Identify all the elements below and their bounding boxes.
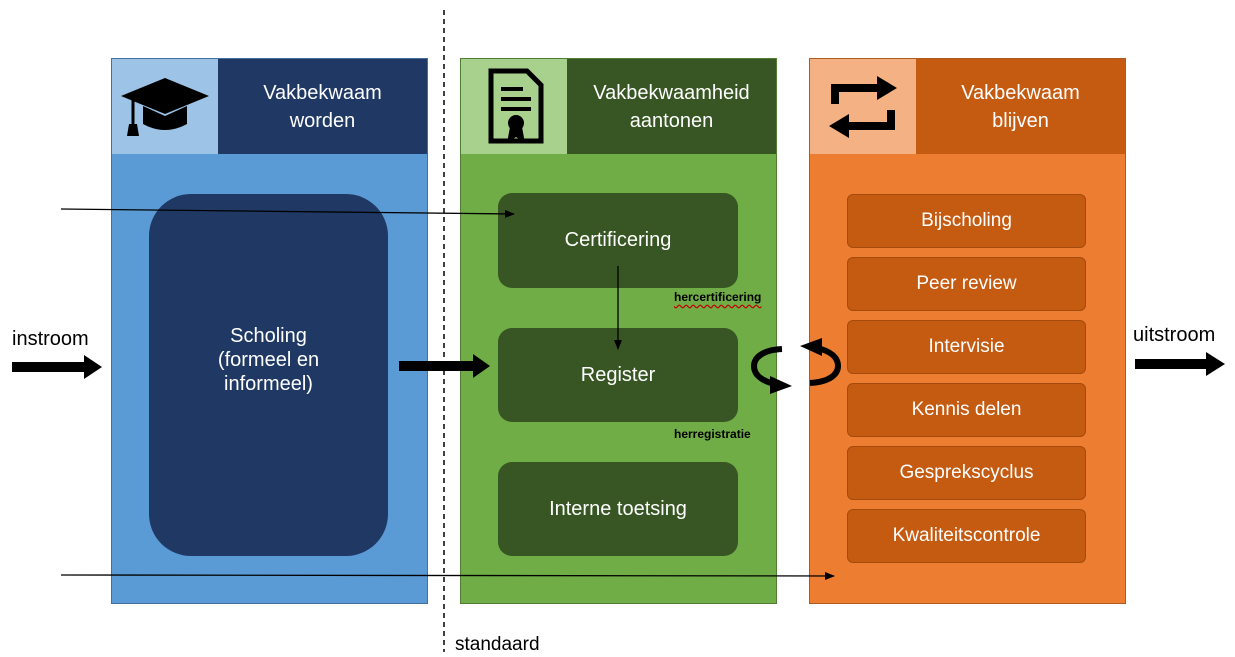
instroom-label: instroom <box>12 328 89 350</box>
peer-review-label: Peer review <box>916 273 1017 294</box>
scholing-to-register-arrow <box>399 354 490 378</box>
cycle-arrowhead-upper <box>800 338 822 356</box>
blijven-header <box>916 59 1125 154</box>
gesprekscyclus-block: Gesprekscyclus <box>847 446 1086 500</box>
cycle-arrowhead-lower <box>770 376 792 394</box>
intervisie-block: Intervisie <box>847 320 1086 374</box>
aantonen-icon-box <box>461 59 567 154</box>
uitstroom-arrow <box>1135 352 1225 376</box>
instroom-arrow <box>12 355 102 379</box>
intervisie-label: Intervisie <box>928 336 1005 357</box>
hercertificering-label: hercertificering <box>674 290 762 304</box>
aantonen-title-line2: aantonen <box>629 109 714 132</box>
graduation-cap-icon <box>121 77 209 136</box>
blijven-title-line2: blijven <box>992 109 1049 132</box>
worden-title-line1: Vakbekwaam <box>263 81 382 104</box>
scholing-line2: (formeel en <box>217 349 320 371</box>
bijscholing-label: Bijscholing <box>921 210 1012 231</box>
gesprekscyclus-label: Gesprekscyclus <box>899 462 1034 483</box>
interne-toetsing-block: Interne toetsing <box>498 462 738 556</box>
bijscholing-block: Bijscholing <box>847 194 1086 248</box>
aantonen-title: Vakbekwaamheid aantonen <box>567 59 776 154</box>
aantonen-header <box>567 59 776 154</box>
herregistratie-label: herregistratie <box>674 427 751 441</box>
interne-toetsing-label: Interne toetsing <box>549 497 687 520</box>
direct-certification-arrow <box>60 208 515 218</box>
standaard-label: standaard <box>455 634 540 655</box>
aantonen-title-line1: Vakbekwaamheid <box>593 81 750 104</box>
certificate-icon <box>488 68 544 143</box>
direct-blijven-arrow <box>60 571 835 580</box>
worden-title-line2: worden <box>289 109 356 132</box>
scholing-block: Scholing (formeel en informeel) <box>149 194 388 556</box>
register-label: Register <box>580 363 656 386</box>
scholing-line1: Scholing <box>230 325 307 347</box>
refresh-cycle-icon <box>829 75 897 138</box>
blijven-title: Vakbekwaam blijven <box>916 59 1125 154</box>
peer-review-block: Peer review <box>847 257 1086 311</box>
blijven-icon-box <box>810 59 916 154</box>
kennis-delen-label: Kennis delen <box>911 399 1022 420</box>
worden-header <box>218 59 427 154</box>
kennis-delen-block: Kennis delen <box>847 383 1086 437</box>
certificering-label: Certificering <box>564 229 672 251</box>
kwaliteitscontrole-block: Kwaliteitscontrole <box>847 509 1086 563</box>
scholing-line3: informeel) <box>224 373 313 395</box>
blijven-title-line1: Vakbekwaam <box>961 81 1080 104</box>
cycle-arrows-icon <box>750 345 842 387</box>
worden-icon-box <box>112 59 218 154</box>
uitstroom-label: uitstroom <box>1133 324 1216 346</box>
worden-title: Vakbekwaam worden <box>218 59 427 154</box>
kwaliteitscontrole-label: Kwaliteitscontrole <box>892 525 1041 546</box>
